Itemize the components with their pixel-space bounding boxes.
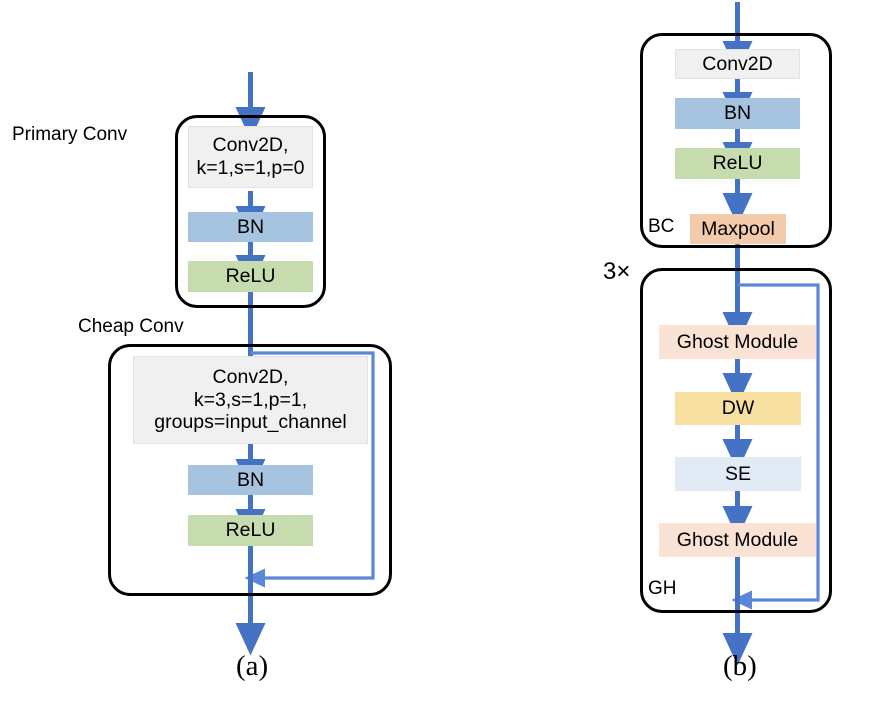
bc-conv2d-block: Conv2D (675, 49, 800, 79)
bc-relu-block: ReLU (675, 148, 800, 179)
cheap-bn-block: BN (188, 465, 313, 495)
caption-b: (b) (723, 650, 757, 682)
bc-label: BC (648, 216, 675, 237)
gh-group (640, 268, 832, 613)
caption-a: (a) (236, 650, 269, 682)
gh-label: GH (648, 578, 677, 599)
bc-bn-block: BN (675, 98, 800, 129)
bc-group (640, 33, 832, 248)
primary-conv-group (175, 115, 326, 308)
primary-conv2d-block: Conv2D, k=1,s=1,p=0 (188, 126, 313, 188)
cheap-conv-label: Cheap Conv (78, 316, 184, 337)
cheap-conv-group (108, 344, 392, 596)
cheap-conv2d-block: Conv2D, k=3,s=1,p=1, groups=input_channe… (133, 356, 368, 444)
gh-ghost-module-2-block: Ghost Module (659, 523, 816, 557)
primary-bn-block: BN (188, 212, 313, 242)
cheap-relu-block: ReLU (188, 515, 313, 546)
primary-relu-block: ReLU (188, 261, 313, 292)
gh-se-block: SE (675, 457, 801, 491)
gh-ghost-module-1-block: Ghost Module (659, 325, 816, 359)
repeat-3x-label: 3× (603, 258, 631, 285)
gh-dw-block: DW (675, 392, 801, 425)
primary-conv-label: Primary Conv (12, 124, 128, 145)
bc-maxpool-block: Maxpool (690, 214, 786, 244)
